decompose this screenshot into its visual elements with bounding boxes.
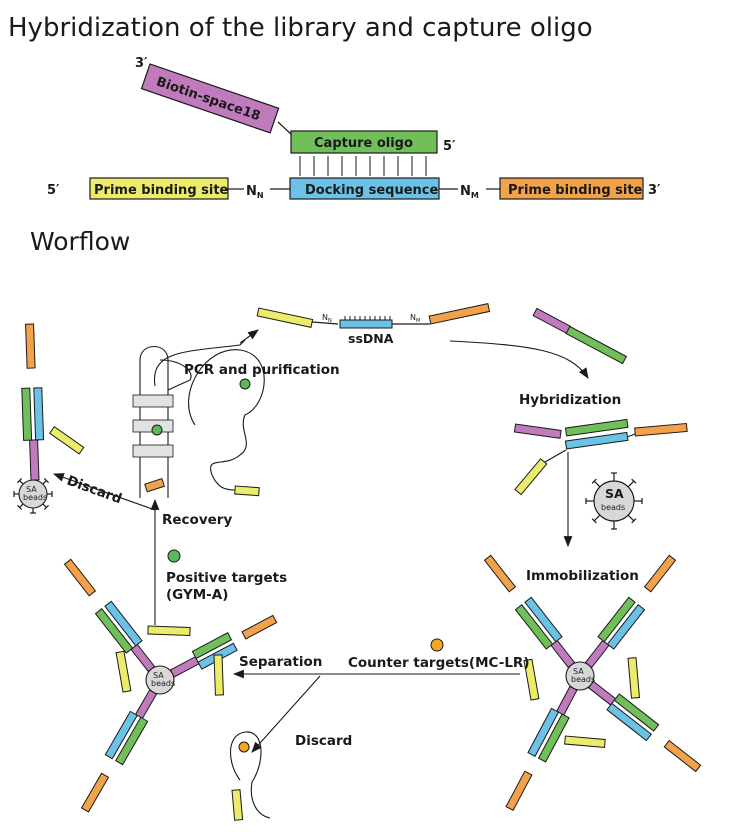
capture-oligo-label: Capture oligo — [314, 136, 413, 151]
capture-5prime: 5′ — [443, 139, 456, 154]
hybrid-complex — [513, 418, 688, 496]
svg-text:SA: SA — [26, 485, 37, 494]
svg-text:SA: SA — [573, 667, 584, 676]
svg-text:NM: NM — [410, 313, 420, 324]
separated-complex: SA beads — [63, 558, 278, 813]
discarded-aptamer-loop — [230, 731, 271, 821]
immobilization-label: Immobilization — [526, 568, 639, 584]
svg-text:SA: SA — [153, 671, 164, 680]
folded-aptamer — [132, 345, 265, 498]
svg-text:beads: beads — [601, 503, 625, 512]
sa-bead-large: SA beads — [585, 472, 643, 530]
svg-text:beads: beads — [151, 679, 175, 688]
svg-text:NN: NN — [322, 313, 332, 324]
counter-target-dot — [430, 638, 444, 652]
library-3prime: 3′ — [648, 183, 661, 198]
arrow-discard-bottom — [251, 675, 321, 753]
pcr-label: PCR and purification — [184, 362, 340, 378]
workflow-diagram: NN NM ssDNA Hybridization — [13, 303, 702, 821]
biotin-connector — [277, 121, 293, 136]
arrow-pcr — [154, 339, 246, 387]
discard-bottom-label: Discard — [295, 733, 352, 749]
recovery-label: Recovery — [162, 512, 232, 528]
section-title-hybridization: Hybridization of the library and capture… — [8, 13, 593, 43]
library-5prime: 5′ — [47, 183, 60, 198]
svg-text:SA: SA — [605, 486, 624, 501]
arrow-to-hybridization — [449, 340, 589, 379]
prime-site-right-box — [499, 177, 644, 200]
capture-oligo-box — [290, 130, 438, 154]
positive-targets-label: Positive targets — [166, 570, 287, 586]
capture-probe — [532, 307, 628, 365]
biotin-box — [140, 63, 280, 134]
prime-site-right-label: Prime binding site — [508, 183, 643, 198]
immobilized-complex: SA beads — [483, 554, 702, 811]
hybridization-ticks — [299, 156, 427, 176]
counter-targets-label: Counter targets(MC-LR) — [348, 655, 530, 671]
arrow-discard-left — [52, 473, 156, 511]
svg-text:beads: beads — [23, 493, 47, 502]
positive-target-dot — [167, 549, 181, 563]
discard-left-label: Discard — [65, 473, 124, 508]
prime-site-left-label: Prime binding site — [94, 183, 229, 198]
hybridization-label: Hybridization — [519, 392, 621, 408]
ssdna-label: ssDNA — [348, 331, 394, 346]
section-title-workflow: Worflow — [30, 227, 130, 256]
biotin-3prime: 3′ — [135, 56, 148, 71]
docking-label: Docking sequence — [305, 183, 439, 198]
discarded-bead-complex: SA beads — [13, 323, 85, 514]
positive-targets-sub: (GYM-A) — [166, 587, 228, 603]
n-n-label: NN — [246, 184, 264, 200]
svg-text:beads: beads — [571, 675, 595, 684]
separation-label: Separation — [239, 654, 322, 670]
top-schematic: 3′ Biotin-space18 Capture oligo 5′ 5′ Pr… — [47, 56, 661, 200]
ssdna-molecule: NN NM ssDNA — [256, 303, 491, 346]
n-m-label: NM — [460, 184, 479, 200]
